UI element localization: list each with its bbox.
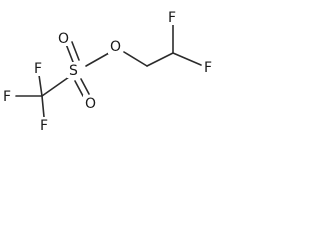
- molecule-diagram: F F F S O O O F F: [1, 9, 215, 134]
- structure-canvas: F F F S O O O F F: [0, 0, 222, 138]
- atom-fluorine-right: F: [204, 60, 212, 76]
- atom-fluorine-bottom: F: [40, 118, 48, 134]
- bond-s-o-ester: [85, 52, 110, 67]
- atom-oxygen-ester: O: [110, 39, 121, 55]
- bond-ch2-chf2: [146, 52, 174, 67]
- bond-s-o-top-a: [65, 43, 74, 63]
- atom-oxygen-bottom: O: [85, 96, 96, 112]
- bond-chf2-f-right: [172, 52, 202, 66]
- atom-oxygen-top: O: [58, 31, 69, 47]
- atom-fluorine-right-top: F: [168, 10, 176, 26]
- bond-c1-f-bottom: [41, 95, 45, 118]
- bond-c1-f-top: [38, 74, 43, 97]
- bond-s-o-bottom-b: [80, 78, 90, 95]
- atom-fluorine-top: F: [34, 61, 42, 77]
- bond-s-o-bottom-a: [74, 80, 84, 97]
- bond-s-o-top-b: [71, 41, 80, 61]
- bond-o-ch2: [123, 51, 148, 67]
- bond-c1-s: [41, 76, 70, 97]
- atom-labels: F F F S O O O F F: [1, 9, 215, 134]
- bonds: [15, 23, 202, 118]
- atom-sulfur: S: [69, 63, 78, 79]
- atom-fluorine-left: F: [3, 89, 11, 105]
